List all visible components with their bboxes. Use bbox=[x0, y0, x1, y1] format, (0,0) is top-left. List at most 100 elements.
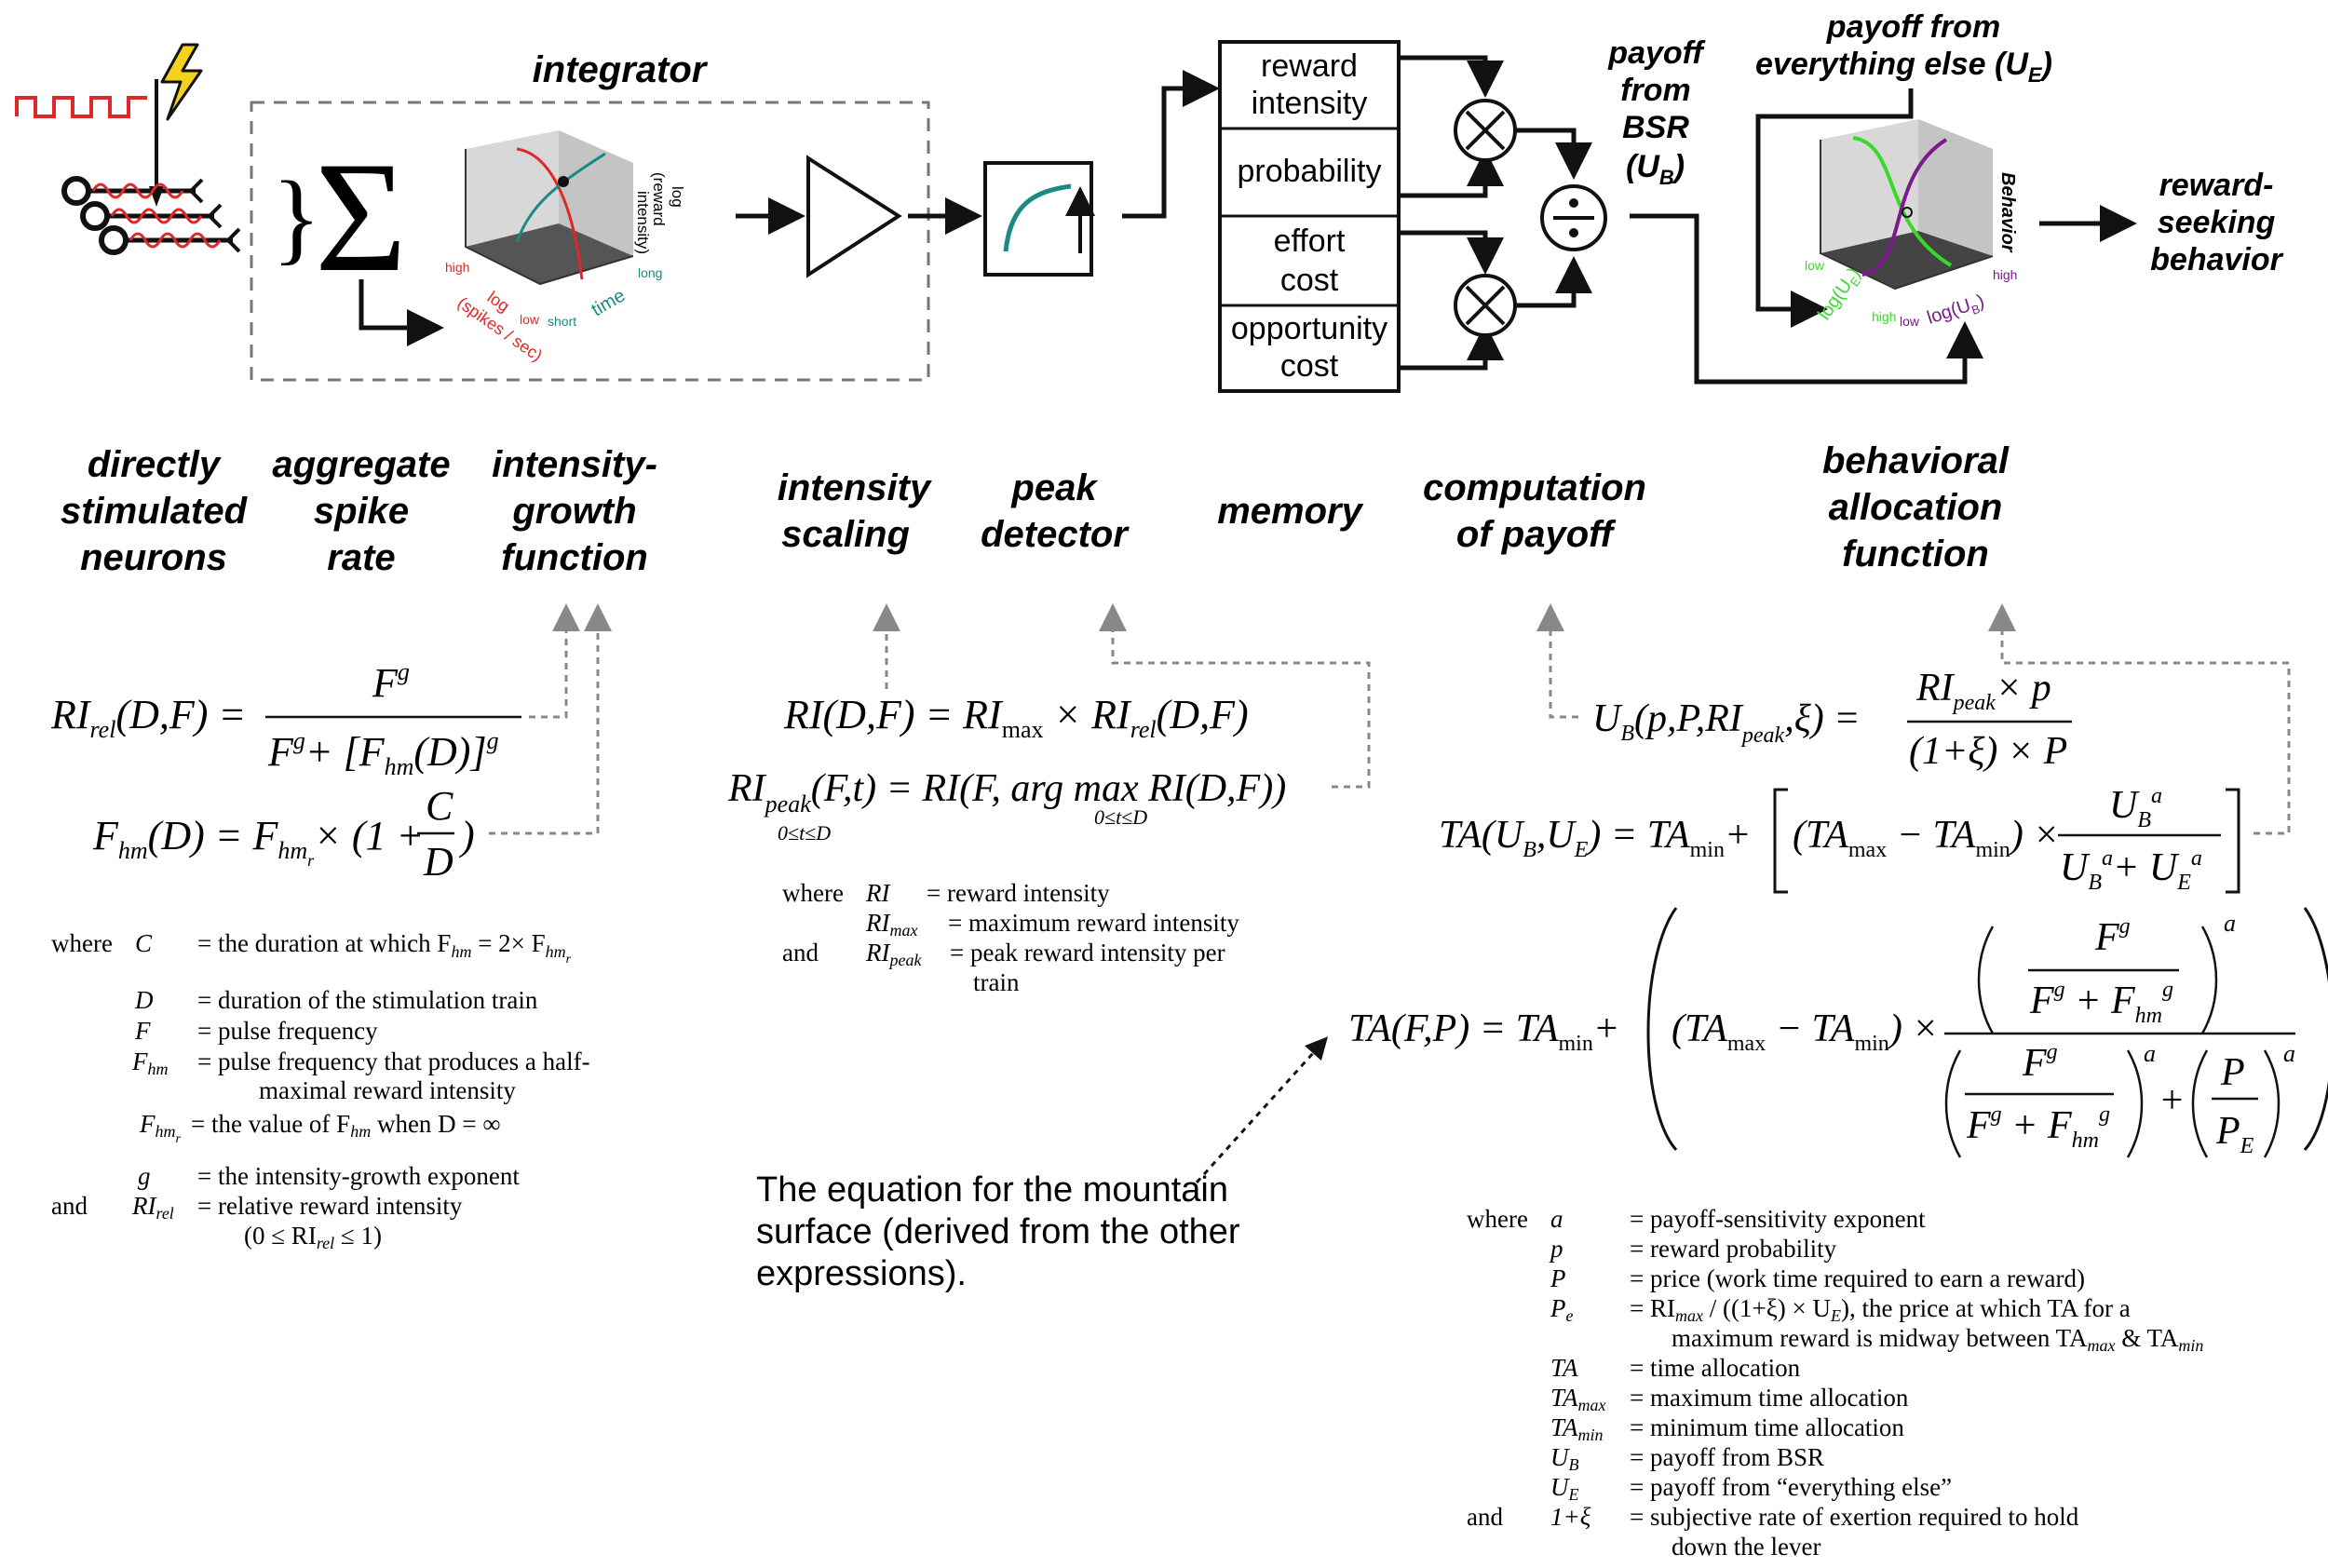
svg-text:RImax: RImax bbox=[865, 909, 917, 939]
svg-text:= maximum reward intensity: = maximum reward intensity bbox=[948, 909, 1239, 937]
surface1-z-2: intensity) bbox=[634, 191, 652, 254]
memory-probability: probability bbox=[1238, 154, 1382, 189]
surface1-x-high: high bbox=[445, 260, 469, 275]
svg-text:UE: UE bbox=[1550, 1473, 1579, 1504]
mountain-note-2: surface (derived from the other bbox=[756, 1212, 1240, 1251]
svg-text:a: a bbox=[1550, 1205, 1563, 1233]
stage-growth-2: growth bbox=[511, 491, 636, 532]
stage-spike-2: spike bbox=[314, 491, 409, 532]
surface1-x-low: low bbox=[520, 312, 540, 327]
memory-effort-cost: cost bbox=[1280, 263, 1339, 298]
surface2-ue: log(UE) bbox=[1814, 264, 1867, 326]
surface2-high2: high bbox=[1993, 267, 2017, 282]
eq-ub: UB(p,P,RIpeak,ξ) = RIpeak× p (1+ξ) × P bbox=[1592, 667, 2072, 773]
mountain-note-3: expressions). bbox=[756, 1254, 967, 1293]
svg-text:TAmin: TAmin bbox=[1550, 1413, 1604, 1444]
memory-reward: reward bbox=[1261, 48, 1358, 84]
svg-text:D: D bbox=[423, 839, 453, 885]
svg-text:= pulse frequency that produce: = pulse frequency that produces a half- bbox=[197, 1048, 590, 1075]
eq-ri: RI(D,F) = RImax × RIrel(D,F) bbox=[783, 692, 1249, 743]
curly-brace-icon: } bbox=[272, 160, 321, 274]
svg-text:= duration of the stimulation: = duration of the stimulation train bbox=[197, 986, 538, 1014]
sigma-to-surface-arrow bbox=[359, 279, 444, 346]
svg-text:TA: TA bbox=[1550, 1354, 1578, 1382]
svg-text:a: a bbox=[2283, 1040, 2295, 1067]
svg-text:RIrel(D,F) =: RIrel(D,F) = bbox=[50, 692, 246, 743]
eq-ta-f-p: TA(F,P) = TAmin+ (TAmax − TAmin) × Fg Fg… bbox=[1348, 907, 2328, 1158]
eq-fhm: Fhm(D) = Fhmr× (1 + C D ) bbox=[92, 783, 475, 885]
eq-ripeak: RIpeak(F,t) = RI(F, arg max RI(D,F)) 0≤t… bbox=[727, 767, 1286, 845]
svg-text:0≤t≤D: 0≤t≤D bbox=[1094, 805, 1147, 829]
svg-text:where: where bbox=[51, 929, 113, 957]
payoff-else-1: payoff from bbox=[1826, 9, 2000, 45]
svg-text:= reward probability: = reward probability bbox=[1630, 1235, 1837, 1263]
svg-text:UBa: UBa bbox=[2109, 784, 2162, 832]
stage-spike-3: rate bbox=[327, 537, 395, 578]
svg-text:): ) bbox=[458, 813, 475, 858]
stage-scaling-2: scaling bbox=[781, 514, 910, 555]
svg-text:down the lever: down the lever bbox=[1672, 1533, 1820, 1561]
svg-text:RI(D,F) = RImax × RIrel(D,F): RI(D,F) = RImax × RIrel(D,F) bbox=[783, 692, 1249, 743]
stage-payoff-1: computation bbox=[1423, 467, 1646, 508]
svg-text:RIpeak× p: RIpeak× p bbox=[1915, 667, 2051, 715]
integrator-label: integrator bbox=[533, 49, 709, 90]
svg-text:= RImax / ((1+ξ) × UE), the pr: = RImax / ((1+ξ) × UE), the price at whi… bbox=[1630, 1294, 2131, 1325]
surface1-t-label: time bbox=[589, 285, 629, 320]
svg-text:P: P bbox=[1550, 1264, 1566, 1292]
surface2-z: Behavior bbox=[1997, 172, 2018, 253]
surface2-ub: log(UB) bbox=[1925, 291, 1988, 331]
stage-scaling-1: intensity bbox=[778, 467, 932, 508]
svg-text:a: a bbox=[2144, 1040, 2156, 1067]
stage-growth-3: function bbox=[501, 537, 648, 578]
svg-text:RIpeak: RIpeak bbox=[865, 939, 922, 969]
svg-text:= payoff-sensitivity exponent: = payoff-sensitivity exponent bbox=[1630, 1205, 1926, 1233]
memory-intensity: intensity bbox=[1252, 86, 1368, 121]
svg-text:Fg: Fg bbox=[2094, 914, 2131, 959]
svg-text:(1+ξ) × P: (1+ξ) × P bbox=[1909, 730, 2067, 773]
svg-text:(0 ≤ RIrel ≤ 1): (0 ≤ RIrel ≤ 1) bbox=[244, 1222, 382, 1252]
svg-text:where: where bbox=[782, 879, 844, 907]
stage-peak-1: peak bbox=[1010, 467, 1098, 508]
lightning-icon bbox=[160, 43, 203, 121]
payoff-computation bbox=[1399, 55, 1607, 371]
surface1-z-1: (reward bbox=[650, 172, 668, 226]
payoff-bsr-4: (UB) bbox=[1626, 149, 1685, 189]
svg-text:1+ξ: 1+ξ bbox=[1550, 1503, 1591, 1531]
svg-text:maximum reward is midway betwe: maximum reward is midway between TAmax &… bbox=[1672, 1324, 2203, 1355]
svg-text:maximal reward intensity: maximal reward intensity bbox=[259, 1076, 516, 1104]
svg-text:UB: UB bbox=[1550, 1443, 1579, 1474]
surface1-z-0: log bbox=[669, 186, 686, 208]
surface2-low2: low bbox=[1900, 314, 1920, 329]
svg-text:C: C bbox=[426, 783, 453, 829]
svg-text:F: F bbox=[134, 1017, 151, 1045]
output-3: behavior bbox=[2150, 242, 2283, 277]
svg-text:PE: PE bbox=[2215, 1110, 2254, 1158]
equation-connectors bbox=[489, 603, 2291, 835]
payoff-bsr-1: payoff bbox=[1607, 35, 1706, 71]
memory-opportunity: opportunity bbox=[1231, 311, 1387, 346]
stage-memory: memory bbox=[1217, 491, 1363, 532]
mountain-note-arrow bbox=[1195, 1036, 1329, 1184]
svg-text:= minimum time allocation: = minimum time allocation bbox=[1630, 1413, 1904, 1441]
integrator-box bbox=[250, 101, 930, 382]
output-1: reward- bbox=[2159, 168, 2274, 203]
svg-text:(TAmax − TAmin) ×: (TAmax − TAmin) × bbox=[1672, 1007, 1939, 1056]
svg-text:= price (work time required to: = price (work time required to earn a re… bbox=[1630, 1264, 2085, 1292]
svg-text:Fhm: Fhm bbox=[131, 1048, 169, 1078]
svg-text:Fg: Fg bbox=[2022, 1040, 2058, 1085]
svg-text:= pulse frequency: = pulse frequency bbox=[197, 1017, 378, 1045]
stage-payoff-2: of payoff bbox=[1456, 514, 1617, 555]
svg-text:a: a bbox=[2224, 910, 2236, 937]
svg-text:RIrel: RIrel bbox=[131, 1192, 174, 1223]
memory-effort: effort bbox=[1274, 223, 1346, 259]
svg-text:0≤t≤D: 0≤t≤D bbox=[778, 821, 831, 845]
stage-spike-1: aggregate bbox=[272, 444, 450, 485]
stage-alloc-2: allocation bbox=[1829, 487, 2003, 528]
intensity-growth-surface: log (reward intensity) log (spikes / sec… bbox=[445, 130, 686, 365]
svg-text:TA(UB,UE) = TAmin+: TA(UB,UE) = TAmin+ bbox=[1439, 814, 1751, 862]
svg-text:= reward intensity: = reward intensity bbox=[927, 879, 1110, 907]
stage-growth-1: intensity- bbox=[492, 444, 657, 485]
svg-text:= the intensity-growth exponen: = the intensity-growth exponent bbox=[197, 1162, 520, 1190]
peak-detector-box bbox=[983, 161, 1093, 277]
